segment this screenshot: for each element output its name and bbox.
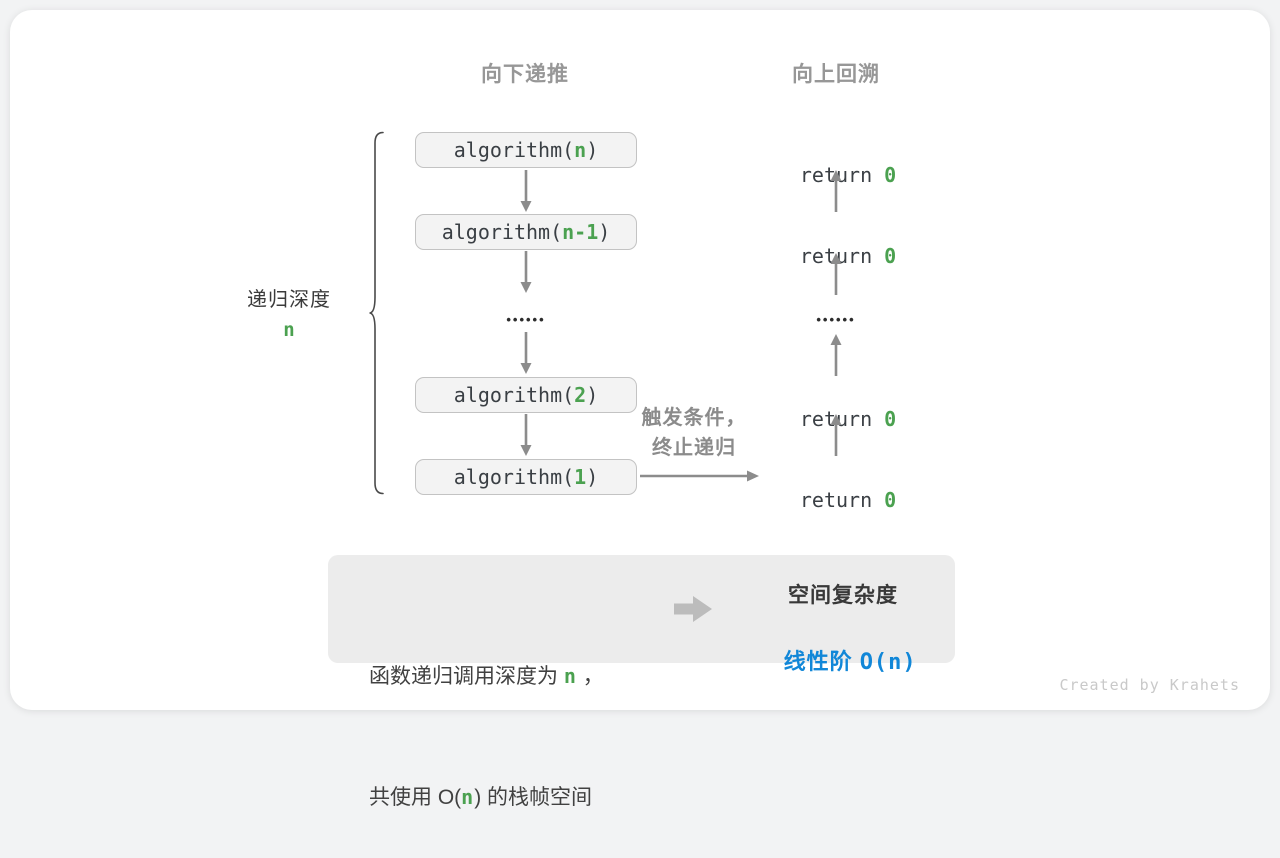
stack-frame-box: algorithm(n-1) — [415, 214, 637, 250]
frame-fn: algorithm( — [441, 220, 563, 244]
result-arrow-icon — [674, 596, 712, 622]
result-complexity-prefix: 线性阶 — [783, 649, 860, 674]
summary-line2-prefix: 共使用 O( — [369, 786, 462, 809]
down-arrow-icon — [519, 414, 533, 456]
base-case-arrow-icon — [640, 468, 760, 484]
frame-close: ) — [586, 383, 599, 407]
summary-line1-suffix: ， — [576, 665, 604, 688]
return-value: 0 — [884, 407, 897, 431]
frame-close: ) — [586, 465, 599, 489]
result-title: 空间复杂度 — [788, 584, 898, 607]
trigger-line1: 触发条件， — [641, 407, 747, 429]
stack-frame-box: algorithm(2) — [415, 377, 637, 413]
up-arrow-icon — [829, 253, 843, 295]
stack-frame-box: algorithm(n) — [415, 132, 637, 168]
summary-line1: 函数递归调用深度为 n ， — [369, 656, 699, 697]
frame-close: ) — [598, 220, 611, 244]
return-value: 0 — [884, 163, 897, 187]
depth-label: 递归深度 — [247, 289, 331, 311]
down-arrow-icon — [519, 332, 533, 374]
down-arrow-icon — [519, 251, 533, 293]
frame-arg: 2 — [574, 383, 587, 407]
result-complexity-code: O(n) — [859, 650, 917, 675]
depth-value: n — [283, 319, 295, 341]
return-statement: return 0 — [736, 139, 936, 187]
summary-line1-prefix: 函数递归调用深度为 — [369, 665, 564, 688]
summary-line2: 共使用 O(n) 的栈帧空间 — [369, 777, 699, 818]
summary-panel — [328, 555, 955, 663]
frame-fn: algorithm( — [453, 465, 575, 489]
up-arrow-icon — [829, 170, 843, 212]
summary-line2-suffix: ) 的栈帧空间 — [474, 786, 593, 809]
ellipsis-up: •••••• — [816, 312, 856, 327]
result-complexity: 线性阶 O(n) — [743, 618, 943, 676]
depth-brace-icon — [368, 131, 386, 495]
summary-line1-arg: n — [563, 664, 577, 688]
down-arrow-icon — [519, 170, 533, 212]
frame-close: ) — [586, 138, 599, 162]
return-statement: return 0 — [736, 383, 936, 431]
up-arrow-icon — [829, 414, 843, 456]
return-keyword: return — [799, 488, 885, 512]
return-statement: return 0 — [736, 220, 936, 268]
summary-text: 函数递归调用深度为 n ， 共使用 O(n) 的栈帧空间 — [369, 576, 699, 858]
frame-arg: n — [574, 138, 587, 162]
stack-frame-box: algorithm(1) — [415, 459, 637, 495]
ellipsis-down: •••••• — [506, 312, 546, 327]
frame-arg: 1 — [574, 465, 587, 489]
header-recurse-down: 向下递推 — [481, 63, 569, 86]
header-backtrack-up: 向上回溯 — [792, 63, 880, 86]
trigger-line2: 终止递归 — [652, 437, 736, 459]
up-arrow-icon — [829, 334, 843, 376]
return-value: 0 — [884, 488, 897, 512]
summary-line2-arg: n — [461, 785, 475, 809]
trigger-note: 触发条件， 终止递归 — [634, 403, 754, 463]
return-value: 0 — [884, 244, 897, 268]
frame-fn: algorithm( — [453, 138, 575, 162]
frame-arg: n-1 — [562, 220, 599, 244]
frame-fn: algorithm( — [453, 383, 575, 407]
return-statement: return 0 — [736, 464, 936, 512]
watermark: Created by Krahets — [1059, 676, 1240, 694]
